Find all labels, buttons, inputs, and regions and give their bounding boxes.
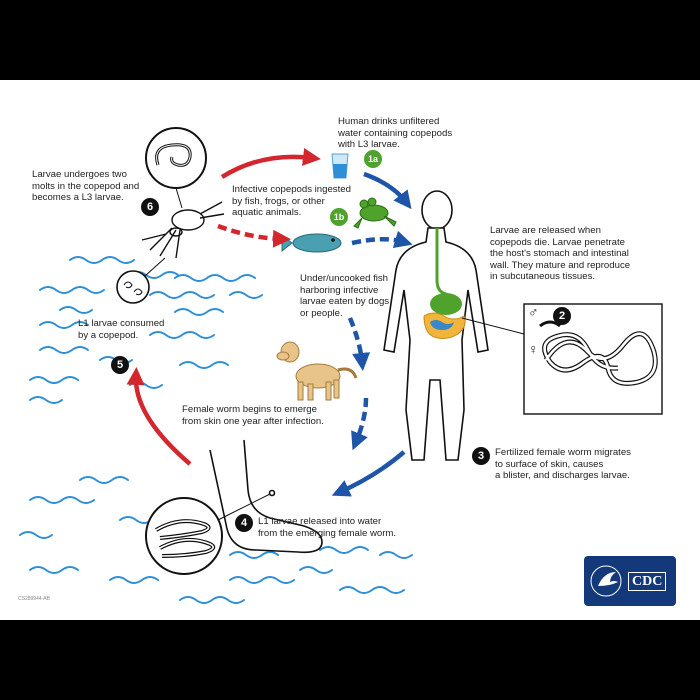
water-waves xyxy=(19,256,413,604)
fish-icon xyxy=(281,233,342,253)
cycle-arrows xyxy=(126,147,413,497)
adult-worms-inset xyxy=(461,303,663,415)
step-6-text: Larvae undergoes two molts in the copepo… xyxy=(32,169,140,203)
step-1a-text: Human drinks unfiltered water containing… xyxy=(338,116,453,150)
step-4-badge: 4 xyxy=(235,514,253,532)
step-3-text: Fertilized female worm migrates to surfa… xyxy=(495,447,631,481)
digestive-tract xyxy=(423,228,466,339)
dog-icon xyxy=(276,341,358,401)
fish-eaten-text: Under/uncooked fish harboring infective … xyxy=(300,273,390,319)
l1-larvae-magnified xyxy=(145,493,271,575)
document-id: CS289944-AB xyxy=(18,596,50,602)
step-4-text: L1 larvae released into water from the e… xyxy=(258,516,397,539)
l1-larvae-in-copepod-magnified xyxy=(116,257,166,304)
arrow-fish-to-dog xyxy=(347,317,371,371)
step-1a-badge: 1a xyxy=(364,150,382,168)
frog-icon xyxy=(353,197,397,229)
male-symbol: ♂ xyxy=(528,304,539,320)
step-5-text: L1 larvae consumed by a copepod. xyxy=(78,318,165,341)
water-glass-icon xyxy=(331,153,349,179)
step-2-text: Larvae are released when copepods die. L… xyxy=(490,225,631,282)
arrow-copepod-to-glass xyxy=(220,147,321,179)
arrow-water-to-copepod xyxy=(126,367,192,466)
step-3-badge: 3 xyxy=(472,447,490,465)
step-1b-badge: 1b xyxy=(330,208,348,226)
step-6-badge: 6 xyxy=(141,198,159,216)
copepod xyxy=(141,201,225,259)
l3-larva-magnified xyxy=(145,127,207,209)
female-symbol: ♀ xyxy=(528,341,539,357)
arrow-dog-to-foot xyxy=(351,397,369,451)
cdc-logo: CDC xyxy=(584,556,676,606)
worm-emerge-text: Female worm begins to emerge from skin o… xyxy=(182,404,324,427)
step-1b-text: Infective copepods ingested by fish, fro… xyxy=(232,184,351,218)
arrow-body-to-foot xyxy=(331,450,406,497)
step-2-badge: 2 xyxy=(553,307,571,325)
life-cycle-diagram: Human drinks unfiltered water containing… xyxy=(0,80,700,620)
human-body xyxy=(383,190,489,461)
step-5-badge: 5 xyxy=(111,356,129,374)
arrow-copepod-to-fish xyxy=(217,223,291,248)
diagram-graphics xyxy=(19,127,663,604)
cdc-logo-text: CDC xyxy=(628,572,667,591)
arrow-fish-to-human xyxy=(351,230,413,249)
hhs-eagle-icon xyxy=(590,565,622,597)
arrow-glass-to-human xyxy=(363,171,412,210)
